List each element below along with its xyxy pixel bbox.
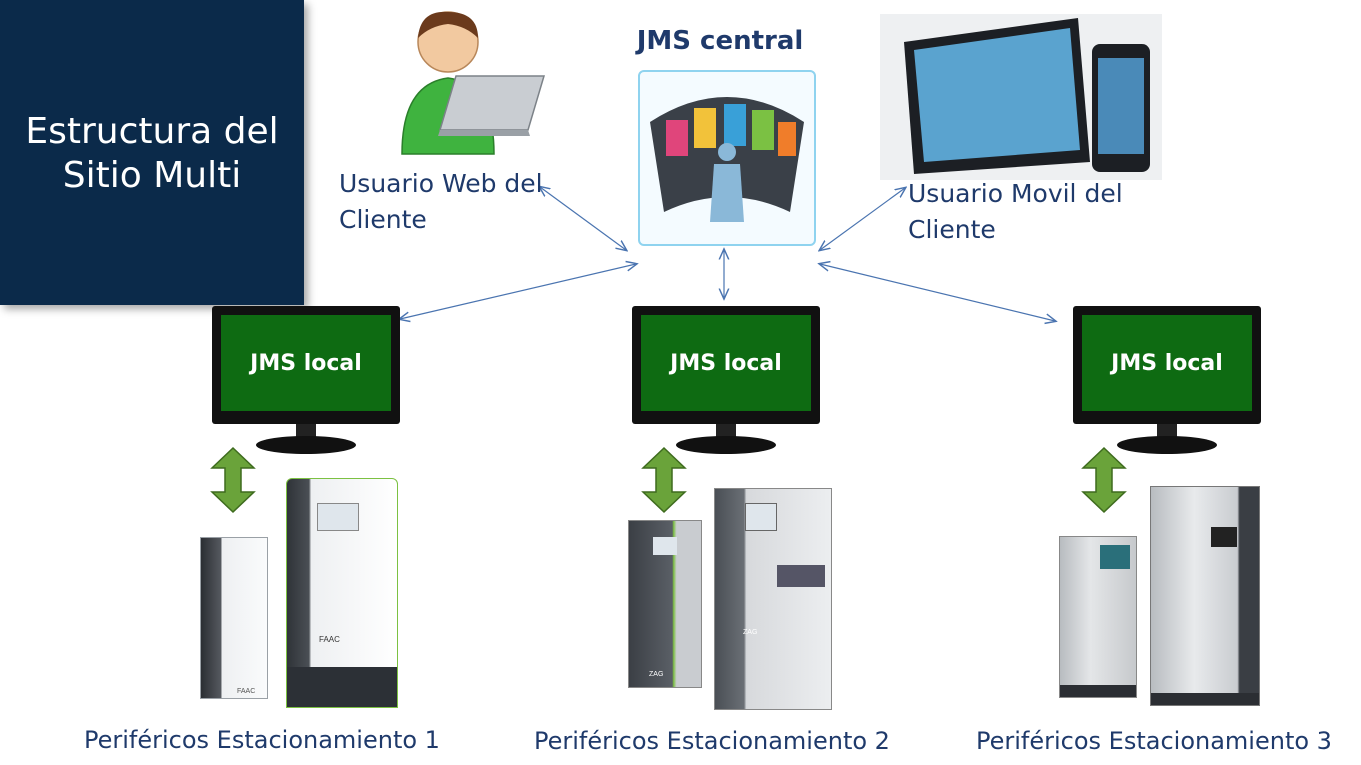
page-title: Estructura del Sitio Multi bbox=[0, 110, 304, 198]
page-title-line2: Sitio Multi bbox=[62, 155, 242, 196]
web-user-label-line1: Usuario Web del bbox=[339, 169, 543, 198]
arrow-local1-to-central bbox=[400, 264, 636, 319]
web-user-label-line2: Cliente bbox=[339, 205, 427, 234]
machine-screen bbox=[1211, 527, 1237, 547]
arrow-web-to-central bbox=[540, 187, 626, 250]
local-label: JMS local bbox=[1111, 351, 1223, 376]
machine-base bbox=[1060, 685, 1136, 697]
payment-station-1: FAAC bbox=[286, 478, 398, 708]
peripherals-label-3: Periféricos Estacionamiento 3 bbox=[976, 727, 1332, 755]
page-title-line1: Estructura del bbox=[25, 111, 279, 152]
green-double-arrow-3 bbox=[1081, 446, 1127, 514]
monitor-base bbox=[256, 436, 356, 454]
monitor-frame: JMS local bbox=[632, 306, 820, 424]
control-room-icon bbox=[650, 97, 804, 222]
mobile-user-label-line2: Cliente bbox=[908, 215, 996, 244]
payment-station-3 bbox=[1150, 486, 1260, 706]
monitor-frame: JMS local bbox=[212, 306, 400, 424]
machine-screen bbox=[1100, 545, 1130, 569]
web-user-label: Usuario Web del Cliente bbox=[339, 166, 543, 238]
monitor-neck bbox=[716, 424, 736, 438]
brand-mark: FAAC bbox=[237, 688, 256, 695]
tablet-phone-icon bbox=[880, 14, 1162, 180]
brand-mark: ZAG bbox=[649, 671, 664, 678]
monitor-base bbox=[1117, 436, 1217, 454]
brand-mark: FAAC bbox=[319, 635, 340, 644]
monitor-neck bbox=[1157, 424, 1177, 438]
monitor-frame: JMS local bbox=[1073, 306, 1261, 424]
title-panel bbox=[0, 0, 304, 305]
payment-terminal-small-3 bbox=[1059, 536, 1137, 698]
machine-base bbox=[287, 667, 397, 707]
payment-terminal-small-2: ZAG bbox=[628, 520, 702, 688]
arrow-mobile-to-central bbox=[820, 188, 905, 250]
monitor-screen: JMS local bbox=[221, 315, 391, 411]
machine-screen bbox=[653, 537, 677, 555]
local-monitor-1: JMS local bbox=[212, 306, 400, 454]
local-label: JMS local bbox=[670, 351, 782, 376]
local-monitor-3: JMS local bbox=[1073, 306, 1261, 454]
central-title: JMS central bbox=[636, 26, 804, 56]
peripherals-label-1: Periféricos Estacionamiento 1 bbox=[84, 726, 440, 754]
machine-screen bbox=[317, 503, 359, 531]
mobile-user-label: Usuario Movil del Cliente bbox=[908, 176, 1123, 248]
machine-screen bbox=[745, 503, 777, 531]
machine-base bbox=[1151, 693, 1259, 705]
web-user-laptop-icon bbox=[401, 11, 546, 155]
payment-station-2: ZAG bbox=[714, 488, 832, 710]
central-panel bbox=[638, 70, 816, 246]
monitor-base bbox=[676, 436, 776, 454]
monitor-neck bbox=[296, 424, 316, 438]
monitor-screen: JMS local bbox=[1082, 315, 1252, 411]
arrow-local3-to-central bbox=[820, 264, 1055, 321]
machine-display bbox=[777, 565, 825, 587]
peripherals-label-2: Periféricos Estacionamiento 2 bbox=[534, 727, 890, 755]
monitor-screen: JMS local bbox=[641, 315, 811, 411]
mobile-user-label-line1: Usuario Movil del bbox=[908, 179, 1123, 208]
green-double-arrow-1 bbox=[210, 446, 256, 514]
payment-terminal-small-1: FAAC bbox=[200, 537, 268, 699]
local-monitor-2: JMS local bbox=[632, 306, 820, 454]
local-label: JMS local bbox=[250, 351, 362, 376]
brand-mark: ZAG bbox=[743, 629, 758, 636]
green-double-arrow-2 bbox=[641, 446, 687, 514]
